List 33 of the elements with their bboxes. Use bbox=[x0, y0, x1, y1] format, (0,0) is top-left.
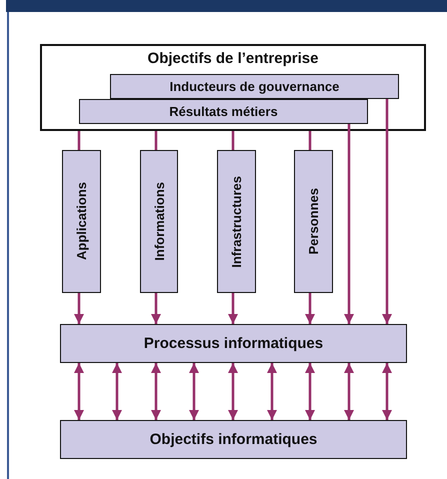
node-label: Infrastructures bbox=[229, 176, 244, 268]
connector-arrow bbox=[382, 99, 392, 324]
connector-arrow bbox=[305, 293, 315, 324]
connector-arrow bbox=[228, 363, 238, 420]
connector-arrow bbox=[74, 293, 84, 324]
connector-arrow bbox=[112, 363, 122, 420]
connector-arrow bbox=[74, 363, 84, 420]
connector-arrow bbox=[382, 363, 392, 420]
connector-arrow bbox=[151, 363, 161, 420]
connector-arrow bbox=[189, 363, 199, 420]
connector-arrow bbox=[344, 124, 354, 324]
pillar-box bbox=[140, 150, 178, 293]
node-label: Personnes bbox=[306, 188, 321, 255]
connector-arrow bbox=[151, 293, 161, 324]
process-box bbox=[60, 420, 407, 459]
band-box bbox=[79, 99, 368, 124]
connector-arrow bbox=[305, 363, 315, 420]
connector-arrow bbox=[267, 363, 277, 420]
band-box bbox=[110, 74, 399, 99]
node-label: Processus informatiques bbox=[144, 335, 324, 352]
node-label: Objectifs informatiques bbox=[150, 431, 318, 448]
node-label: Résultats métiers bbox=[169, 104, 278, 119]
pillar-box bbox=[217, 150, 256, 293]
node-label: Inducteurs de gouvernance bbox=[170, 79, 340, 94]
goal-box bbox=[40, 44, 426, 131]
pillar-box bbox=[294, 150, 333, 293]
pillar-box bbox=[62, 150, 101, 293]
node-label: Informations bbox=[152, 182, 166, 261]
connector-arrow bbox=[344, 363, 354, 420]
node-label: Objectifs de l’entreprise bbox=[148, 50, 318, 67]
connector-arrow bbox=[228, 293, 238, 324]
process-box bbox=[60, 324, 407, 363]
node-label: Applications bbox=[74, 182, 89, 260]
